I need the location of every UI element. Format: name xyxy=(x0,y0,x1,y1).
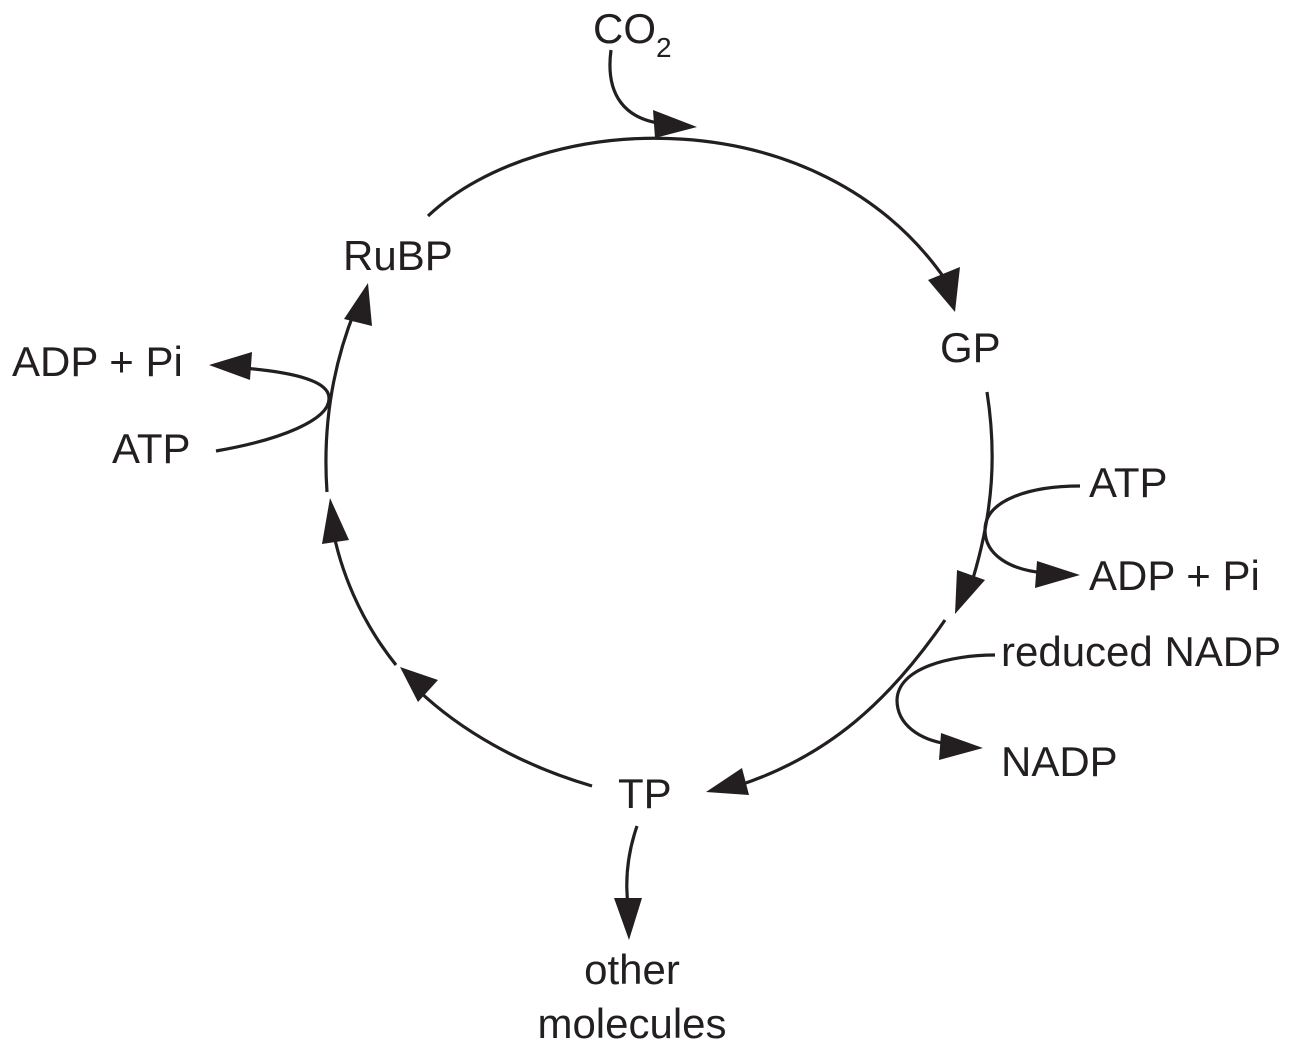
other-molecules-line1: other xyxy=(584,946,680,993)
tp-output-line xyxy=(625,825,639,906)
co2-input-line xyxy=(608,49,666,126)
nadp-arrowhead xyxy=(939,733,983,760)
arc-left-lower xyxy=(330,524,398,666)
right-atp-label: ATP xyxy=(1089,459,1168,506)
arrowhead-to-tp xyxy=(706,768,749,795)
arrowhead-to-gp xyxy=(928,267,960,312)
co2-subscript: 2 xyxy=(656,32,672,63)
nadp-label: NADP xyxy=(1001,738,1118,785)
arrowhead-upleft-2 xyxy=(322,498,349,544)
right-adp-arrowhead xyxy=(1035,561,1080,588)
right-atp-loop xyxy=(983,484,1081,575)
rubp-label: RuBP xyxy=(343,232,453,279)
nadp-loop xyxy=(895,653,996,746)
right-adp-pi-label: ADP + Pi xyxy=(1089,552,1260,599)
gp-label: GP xyxy=(940,324,1001,371)
arc-gp-down xyxy=(968,391,994,589)
arrowhead-gp-step xyxy=(955,570,985,614)
left-atp-label: ATP xyxy=(112,425,191,472)
arc-to-tp xyxy=(739,619,947,787)
arc-rubp-to-gp xyxy=(426,136,949,283)
co2-label: CO2 xyxy=(593,5,672,63)
reduced-nadp-label: reduced NADP xyxy=(1001,628,1281,675)
left-adp-arrowhead xyxy=(209,352,252,380)
arc-tp-upleft xyxy=(416,688,593,788)
left-atp-loop xyxy=(215,366,331,453)
tp-label: TP xyxy=(618,770,672,817)
tp-output-arrowhead xyxy=(614,898,642,940)
arrowhead-upleft-1 xyxy=(400,667,438,702)
arc-left-upper xyxy=(324,309,357,493)
left-adp-pi-label: ADP + Pi xyxy=(12,338,183,385)
other-molecules-line2: molecules xyxy=(537,1000,726,1047)
co2-input-arrowhead xyxy=(653,110,697,138)
arrowhead-to-rubp xyxy=(344,283,372,326)
